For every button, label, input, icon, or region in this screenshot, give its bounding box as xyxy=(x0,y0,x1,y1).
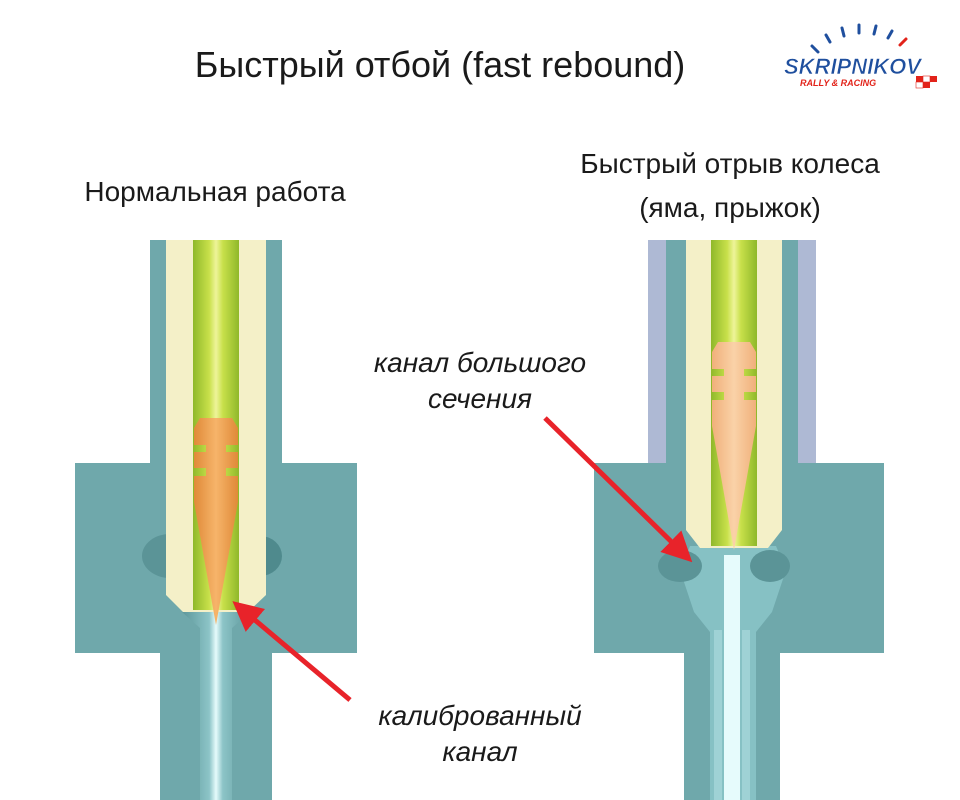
label-calibrated-line1: калиброванный xyxy=(378,700,582,731)
skripnikov-logo: SKRIPNIKOV RALLY & RACING xyxy=(784,23,937,89)
right-needle xyxy=(712,342,756,550)
page-title-text: Быстрый отбой (fast rebound) xyxy=(194,44,686,85)
left-heading: Нормальная работа xyxy=(50,170,380,214)
right-heading-line1: Быстрый отрыв колеса xyxy=(580,148,880,179)
logo-gauge-ticks xyxy=(810,23,908,54)
left-calibrated-channel xyxy=(182,612,250,800)
arrow-calibrated-channel xyxy=(232,601,352,702)
right-heading-line2: (яма, прыжок) xyxy=(639,192,821,223)
label-calibrated-line2: канал xyxy=(442,736,518,767)
logo-checkered-flag xyxy=(915,75,937,89)
left-needle xyxy=(194,418,238,625)
left-assembly xyxy=(75,240,357,800)
logo-name: SKRIPNIKOV xyxy=(784,54,923,79)
label-large-channel-line2: сечения xyxy=(427,383,532,414)
right-assembly xyxy=(594,240,884,800)
right-heading: Быстрый отрыв колеса (яма, прыжок) xyxy=(540,142,920,230)
label-large-channel: канал большого сечения xyxy=(345,345,615,417)
page-title: Быстрый отбой (fast rebound) xyxy=(0,44,960,86)
logo-tagline: RALLY & RACING xyxy=(800,78,876,88)
arrow-large-channel xyxy=(543,416,693,563)
left-heading-text: Нормальная работа xyxy=(84,176,346,207)
label-large-channel-line1: канал большого xyxy=(373,347,587,378)
label-calibrated-channel: калиброванный канал xyxy=(345,698,615,770)
